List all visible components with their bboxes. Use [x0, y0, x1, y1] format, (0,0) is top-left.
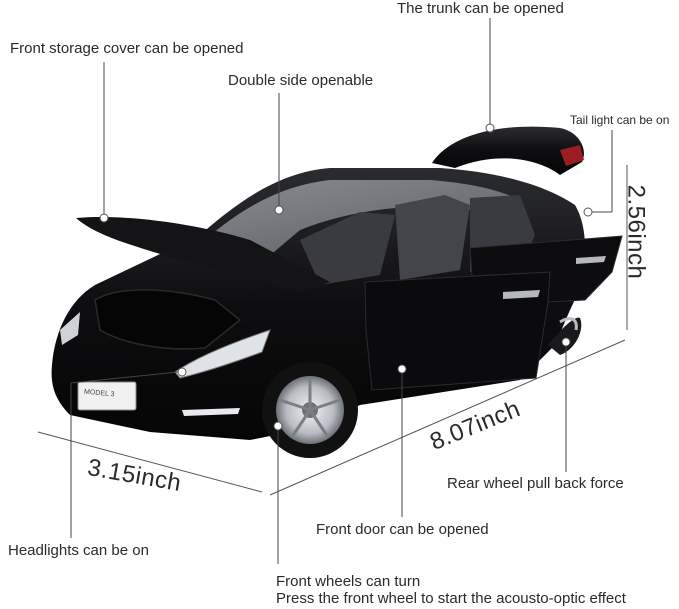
callout-rear-wheel: Rear wheel pull back force: [447, 475, 624, 492]
callout-trunk: The trunk can be opened: [397, 0, 564, 17]
rear-wheel: [548, 317, 582, 355]
callout-front-wheels-line1: Front wheels can turn: [276, 573, 421, 590]
callout-headlights: Headlights can be on: [8, 542, 149, 559]
dimension-height: 2.56inch: [622, 184, 650, 280]
callout-front-wheels-line2: Press the front wheel to start the acous…: [276, 590, 626, 607]
callout-double-side: Double side openable: [228, 72, 374, 89]
callout-dots: [99, 123, 593, 431]
callout-front-storage: Front storage cover can be opened: [10, 40, 244, 57]
callout-tail-light: Tail light can be on: [570, 113, 670, 127]
trunk-lid: [432, 126, 584, 175]
callout-lines: [70, 18, 613, 564]
front-wheel: [262, 362, 358, 458]
callout-front-door: Front door can be opened: [316, 521, 489, 538]
